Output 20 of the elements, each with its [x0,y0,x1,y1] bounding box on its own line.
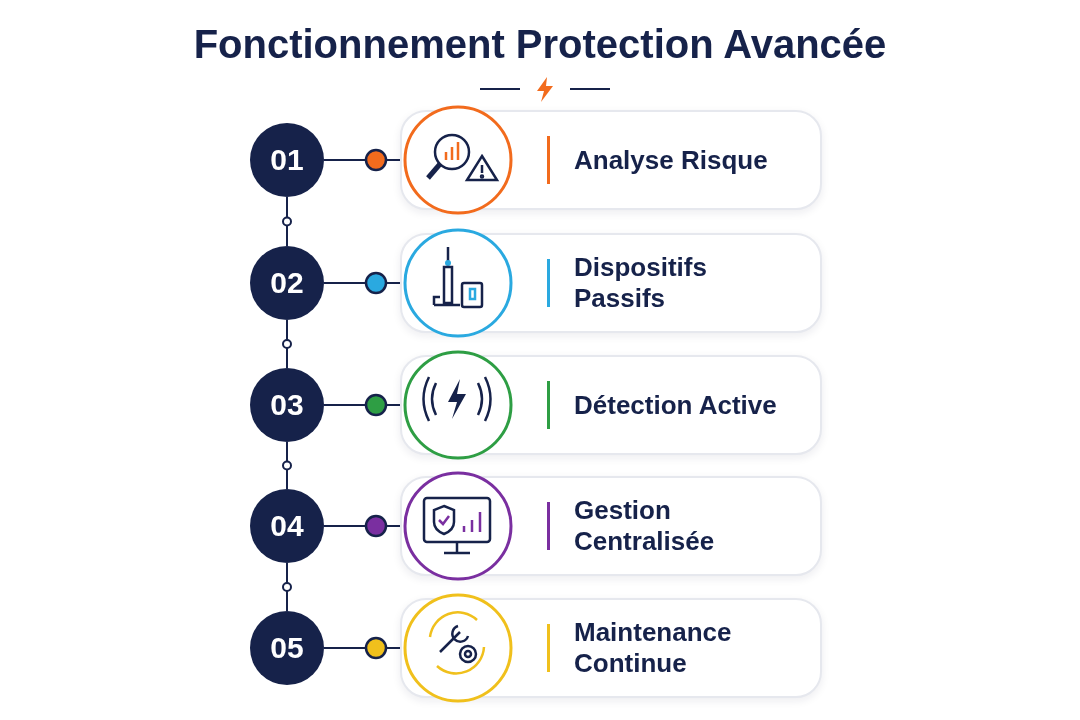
connector-line [323,148,401,172]
connector-line [323,636,401,660]
step-number-circle: 01 [250,123,324,197]
connector-line [323,271,401,295]
step-number-circle: 05 [250,611,324,685]
connector-line [286,441,288,490]
step-title: Dispositifs Passifs [574,252,708,314]
connector-line [286,562,288,612]
title: Fonctionnement Protection Avancée [193,22,887,66]
step-title: Détection Active [574,389,778,421]
step-title: Analyse Risque [574,144,769,176]
step-title: Gestion Centralisée [574,495,716,557]
connector-line [286,319,288,369]
connector-line [323,393,401,417]
step-number-circle: 03 [250,368,324,442]
connector-line [323,514,401,538]
step-number-circle: 04 [250,489,324,563]
connector-line [286,196,288,247]
step-number-circle: 02 [250,246,324,320]
step-title: Maintenance Continue [574,617,733,679]
